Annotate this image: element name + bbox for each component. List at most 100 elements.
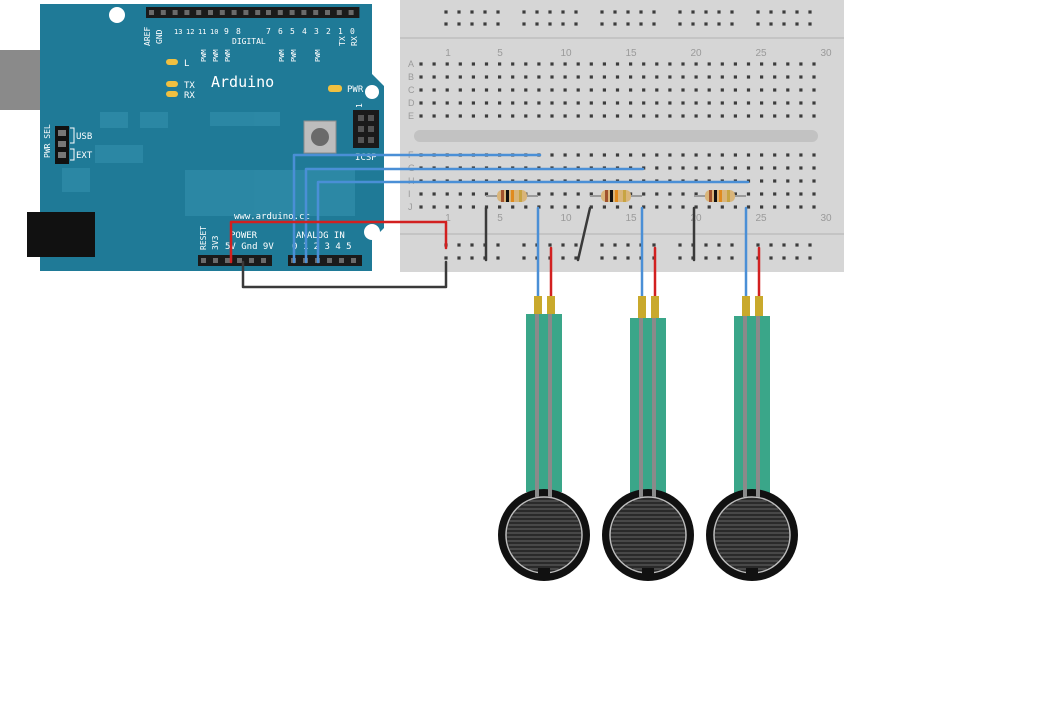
breadboard-hole	[694, 62, 698, 66]
rail-hole	[730, 243, 734, 247]
sensor-trace	[639, 318, 643, 498]
col-number-top: 25	[755, 48, 767, 59]
col-number-bottom: 25	[755, 213, 767, 224]
breadboard: 1 5 10 15 20 25 30 1 5 10 15 20 25 30 A …	[400, 0, 844, 272]
breadboard-hole	[773, 114, 777, 118]
breadboard-hole	[799, 179, 803, 183]
rail-hole	[535, 10, 539, 14]
breadboard-hole	[432, 192, 436, 196]
breadboard-hole	[432, 101, 436, 105]
force-sensors	[498, 296, 798, 581]
breadboard-hole	[694, 75, 698, 79]
breadboard-hole	[812, 179, 816, 183]
header-pin	[351, 258, 356, 263]
breadboard-hole	[642, 192, 646, 196]
breadboard-hole	[498, 88, 502, 92]
breadboard-hole	[786, 114, 790, 118]
power-label: POWER	[230, 231, 258, 241]
breadboard-hole	[681, 153, 685, 157]
breadboard-hole	[458, 101, 462, 105]
row-letter: I	[408, 189, 411, 199]
rail-hole	[626, 256, 630, 260]
breadboard-hole	[746, 153, 751, 157]
rail-hole	[769, 10, 773, 14]
rail-hole	[522, 256, 526, 260]
breadboard-hole	[773, 62, 777, 66]
breadboard-hole	[615, 75, 620, 79]
ext-label: EXT	[76, 151, 93, 161]
icsp-label: ICSP	[355, 153, 377, 163]
breadboard-hole	[681, 62, 685, 66]
breadboard-hole	[642, 153, 646, 157]
power-header	[198, 255, 272, 266]
rail-hole	[717, 22, 721, 26]
pin-number: 5	[290, 27, 295, 36]
breadboard-hole	[524, 75, 528, 79]
breadboard-hole	[655, 75, 659, 79]
breadboard-hole	[615, 101, 620, 105]
breadboard-hole	[773, 166, 777, 170]
breadboard-hole	[642, 75, 646, 79]
rail-hole	[470, 10, 474, 14]
breadboard-hole	[511, 205, 515, 209]
header-pin	[160, 10, 166, 15]
breadboard-hole	[720, 166, 724, 170]
breadboard-hole	[563, 114, 567, 118]
breadboard-hole	[432, 114, 436, 118]
breadboard-hole	[458, 114, 462, 118]
header-pin	[327, 258, 332, 263]
analog-label: ANALOG IN	[296, 231, 345, 241]
header-pin	[237, 258, 242, 263]
sensor-trace	[548, 314, 552, 494]
rail-hole	[522, 243, 526, 247]
sensor-pin	[651, 296, 659, 322]
breadboard-hole	[760, 166, 764, 170]
breadboard-hole	[786, 62, 790, 66]
rail-hole	[548, 22, 552, 26]
rail-hole	[769, 243, 773, 247]
breadboard-hole	[524, 114, 528, 118]
breadboard-hole	[602, 75, 606, 79]
breadboard-hole	[720, 114, 724, 118]
breadboard-hole	[655, 101, 659, 105]
breadboard-hole	[432, 205, 436, 209]
breadboard-hole	[537, 101, 541, 105]
breadboard-hole	[799, 62, 803, 66]
breadboard-hole	[746, 62, 751, 66]
rail-hole	[782, 256, 786, 260]
rail-hole	[444, 22, 448, 26]
breadboard-hole	[786, 179, 790, 183]
breadboard-hole	[511, 114, 515, 118]
pin-number: 13	[174, 28, 182, 36]
pwm-label: PWM	[314, 49, 322, 62]
rail-hole	[444, 256, 448, 260]
rail-hole	[795, 22, 799, 26]
sensor-pin	[547, 296, 555, 318]
digital-header-left	[146, 7, 266, 18]
breadboard-hole	[733, 62, 737, 66]
breadboard-hole	[694, 88, 698, 92]
breadboard-hole	[707, 205, 711, 209]
header-pin	[339, 258, 344, 263]
breadboard-hole	[550, 205, 554, 209]
breadboard-hole	[615, 114, 620, 118]
breadboard-hole	[419, 114, 423, 118]
breadboard-hole	[629, 101, 633, 105]
resistor-band	[519, 190, 522, 202]
breadboard-hole	[589, 153, 593, 157]
breadboard-hole	[576, 192, 580, 196]
rail-hole	[444, 10, 448, 14]
rail-hole	[548, 10, 552, 14]
breadboard-hole	[563, 101, 567, 105]
v3v3-label: 3V3	[211, 235, 220, 250]
col-number-top: 5	[497, 48, 503, 59]
resistor	[694, 190, 746, 202]
pin-number: 3	[314, 27, 319, 36]
pwr-sel-jumper[interactable]	[55, 126, 69, 164]
breadboard-hole	[458, 192, 462, 196]
reset-button[interactable]	[303, 120, 337, 154]
col-number-top: 30	[820, 48, 832, 59]
breadboard-hole	[760, 62, 764, 66]
breadboard-hole	[786, 192, 790, 196]
breadboard-hole	[694, 114, 698, 118]
